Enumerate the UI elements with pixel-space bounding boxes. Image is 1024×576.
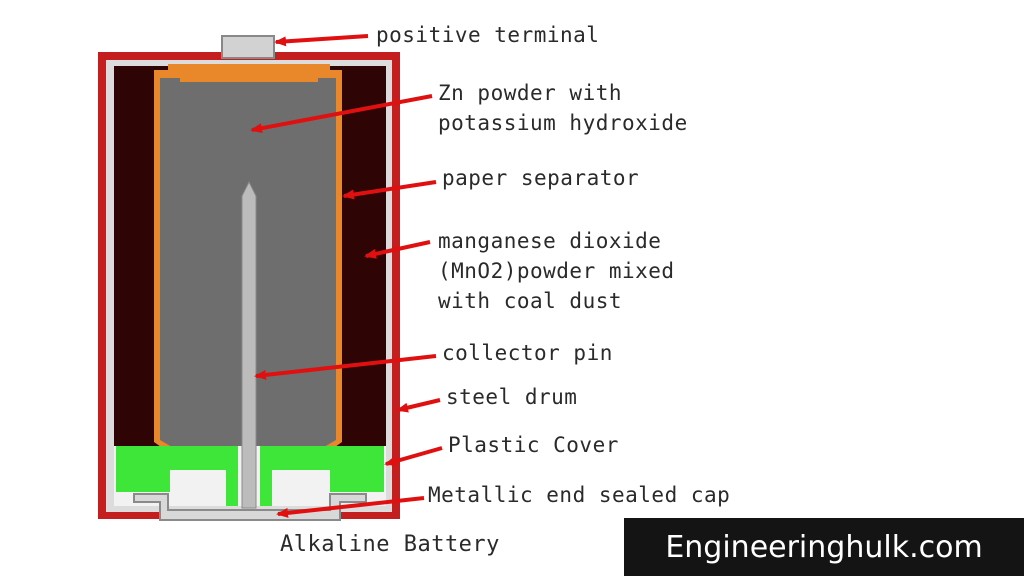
arrow-collector-pin xyxy=(254,354,437,380)
label-manganese-line3: with coal dust xyxy=(438,289,623,313)
arrow-metallic-cap xyxy=(276,496,425,518)
label-collector-pin: collector pin xyxy=(442,341,613,365)
label-plastic-cover: Plastic Cover xyxy=(448,433,619,457)
label-paper-separator: paper separator xyxy=(442,166,640,190)
plastic-cover-left xyxy=(116,446,238,506)
collector-pin xyxy=(241,180,257,509)
arrow-positive-terminal xyxy=(274,34,369,47)
top-contact xyxy=(168,64,330,82)
plastic-cover-right xyxy=(260,446,384,506)
arrow-steel-drum xyxy=(396,398,441,413)
diagram-caption: Alkaline Battery xyxy=(280,532,500,557)
label-manganese-line1: manganese dioxide xyxy=(438,229,662,253)
arrow-paper-separator xyxy=(342,180,437,200)
label-metallic-cap: Metallic end sealed cap xyxy=(428,483,731,507)
label-zn-powder-line1: Zn powder with xyxy=(438,81,623,105)
arrow-plastic-cover xyxy=(384,446,443,467)
arrow-zn-powder xyxy=(250,94,433,134)
label-steel-drum: steel drum xyxy=(446,385,578,409)
positive-terminal xyxy=(221,35,275,59)
metallic-end-cap xyxy=(133,493,367,521)
label-positive-terminal: positive terminal xyxy=(376,23,600,47)
arrow-manganese xyxy=(364,240,431,259)
label-zn-powder-line2: potassium hydroxide xyxy=(438,111,688,135)
label-manganese-line2: (MnO2)powder mixed xyxy=(438,259,675,283)
site-watermark: Engineeringhulk.com xyxy=(624,518,1024,576)
